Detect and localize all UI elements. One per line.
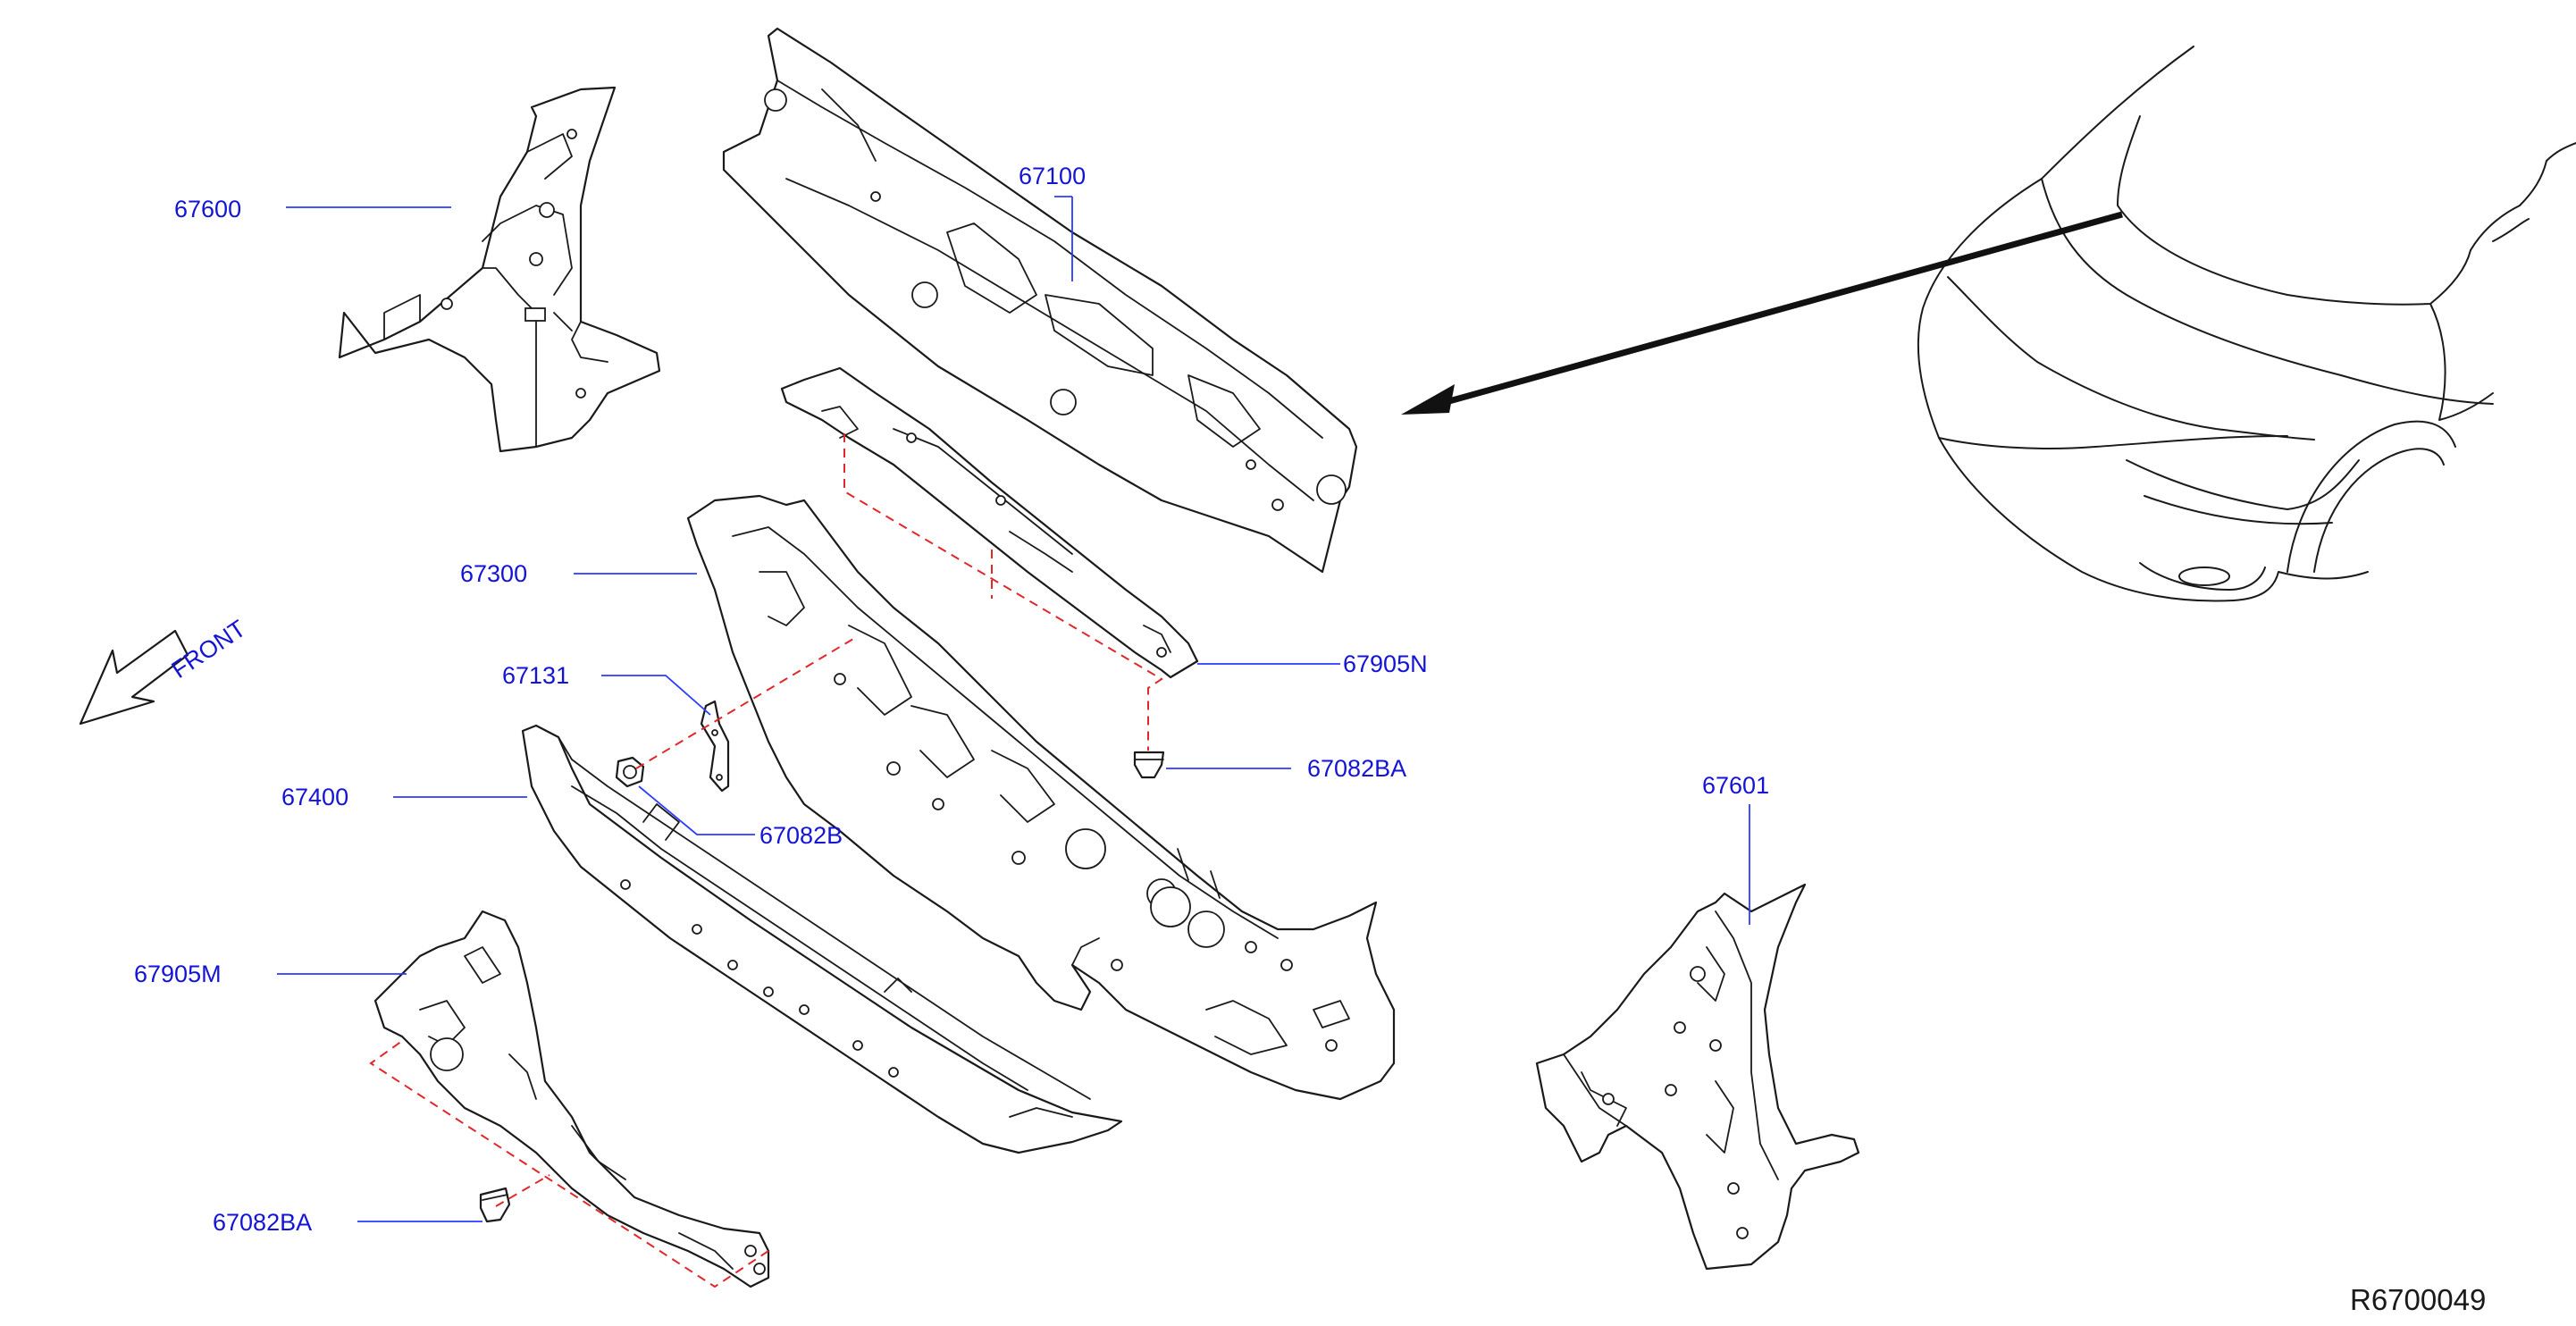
part-67905M-insulator: [373, 910, 770, 1288]
part-67082BA-clip-bottom: [479, 1187, 511, 1223]
part-number-labels: 67600 67100 67300 67131 67400 67082B 679…: [134, 163, 1769, 1236]
label-67905N: 67905N: [1343, 650, 1428, 677]
part-67300-dash-panel: [686, 494, 1396, 1101]
part-67082BA-clip-top: [1133, 751, 1165, 779]
alignment-dashed-lines: [369, 433, 1163, 1288]
label-67601: 67601: [1702, 772, 1769, 799]
label-67905M: 67905M: [134, 961, 222, 987]
label-67300: 67300: [460, 560, 527, 587]
location-pointer-arrow-icon: [1401, 211, 2123, 415]
part-67600-side-panel: [338, 86, 661, 453]
leader-lines: [277, 196, 1750, 1222]
part-67131-bracket: [700, 700, 730, 793]
part-67100-cowl-top: [722, 27, 1358, 574]
diagram-reference-code: R6700049: [2350, 1283, 2486, 1316]
label-67082BA-top: 67082BA: [1307, 755, 1406, 782]
vehicle-front-illustration: [1917, 46, 2576, 602]
label-67082B: 67082B: [759, 822, 843, 849]
label-67100: 67100: [1019, 163, 1086, 189]
part-67082B-nut: [615, 756, 645, 788]
label-67600: 67600: [174, 196, 241, 222]
part-67905N-insulator: [780, 366, 1199, 679]
label-67131: 67131: [502, 662, 569, 689]
part-67400-dash-cross-member: [521, 724, 1123, 1154]
label-67400: 67400: [281, 784, 348, 810]
part-67601-side-panel: [1535, 883, 1860, 1271]
label-67082BA-bottom: 67082BA: [213, 1209, 312, 1236]
front-direction-arrow-icon: [79, 629, 189, 726]
